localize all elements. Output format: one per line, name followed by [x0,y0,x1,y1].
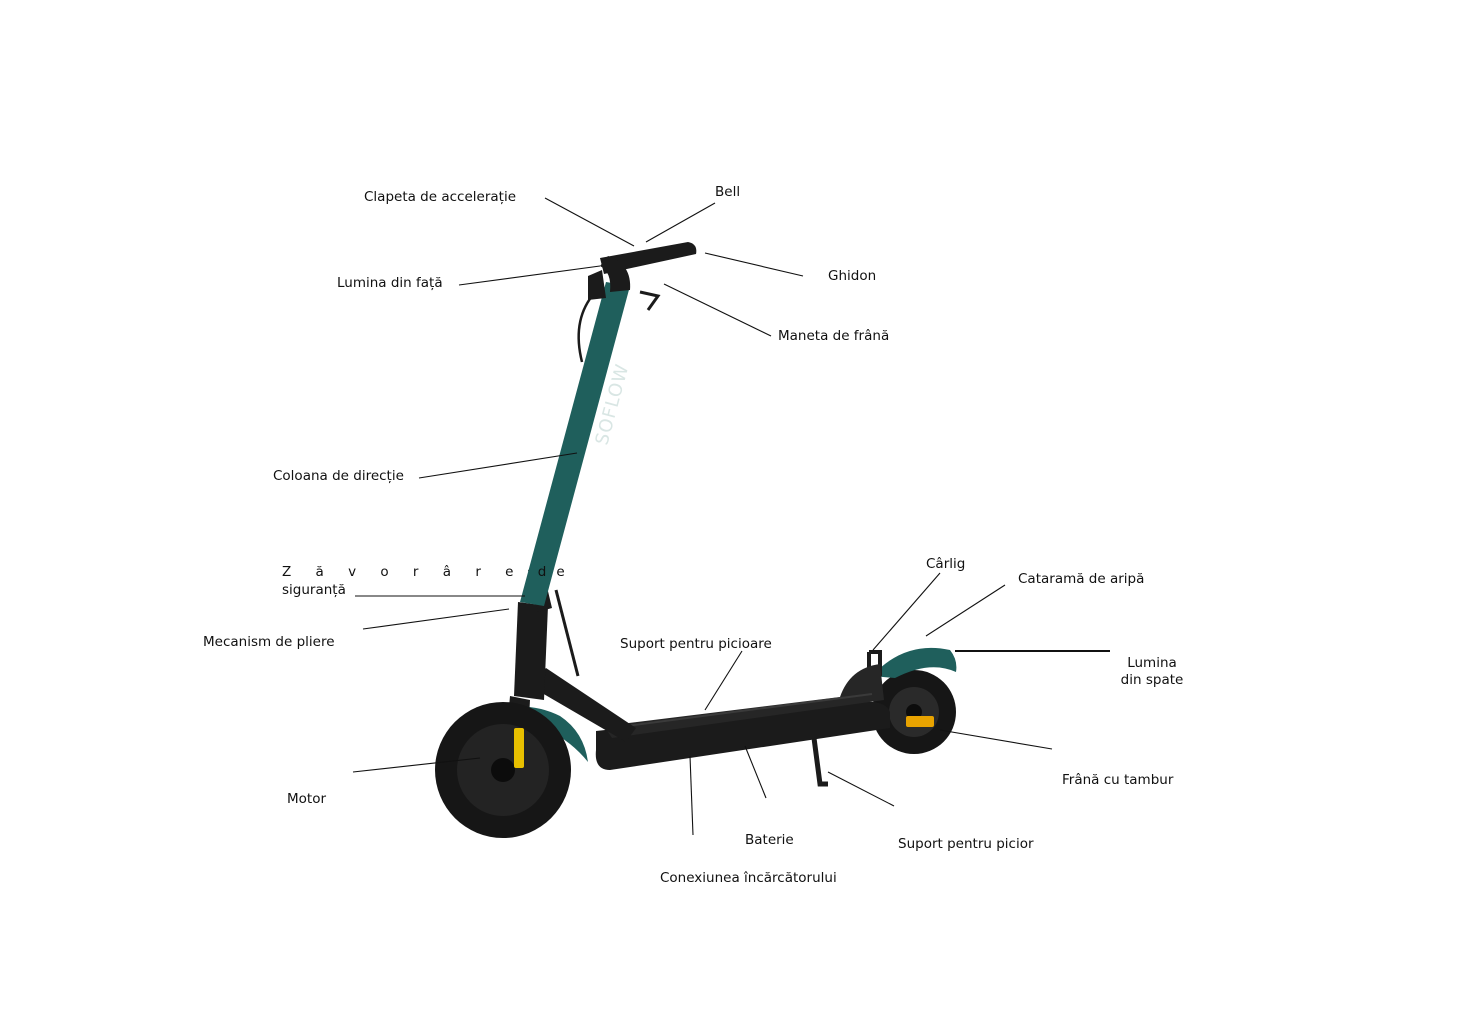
label-rear-light-line1: Lumina [1110,655,1194,672]
label-hook: Cârlig [926,556,965,573]
rear-reflector [906,716,934,727]
label-folding-mechanism: Mecanism de pliere [203,634,335,651]
folding-block [514,602,548,700]
label-battery: Baterie [745,832,794,849]
steering-column-part [520,282,630,606]
front-reflector [514,728,524,768]
front-wheel [435,702,571,838]
label-kickstand: Suport pentru picior [898,836,1034,853]
label-safety-lock-line2: siguranță [282,582,346,599]
deck [596,664,890,770]
kickstand-part [814,738,828,784]
label-front-light: Lumina din față [337,275,443,292]
label-fender-buckle: Cataramă de aripă [1018,571,1144,588]
label-rear-light-line2: din spate [1110,672,1194,689]
label-throttle: Clapeta de accelerație [364,189,516,206]
brake-lever-part [640,292,658,310]
label-footrest: Suport pentru picioare [620,636,772,653]
label-brake-lever: Maneta de frână [778,328,889,345]
front-light-part [588,270,606,300]
label-charger-port: Conexiunea încărcătorului [660,870,837,887]
label-steering-column: Coloana de direcție [273,468,404,485]
label-motor: Motor [287,791,326,808]
label-safety-lock-line1: Z ă v o r â r e de [282,564,575,581]
label-bell: Bell [715,184,740,201]
label-handlebar: Ghidon [828,268,876,285]
label-drum-brake: Frână cu tambur [1062,772,1173,789]
